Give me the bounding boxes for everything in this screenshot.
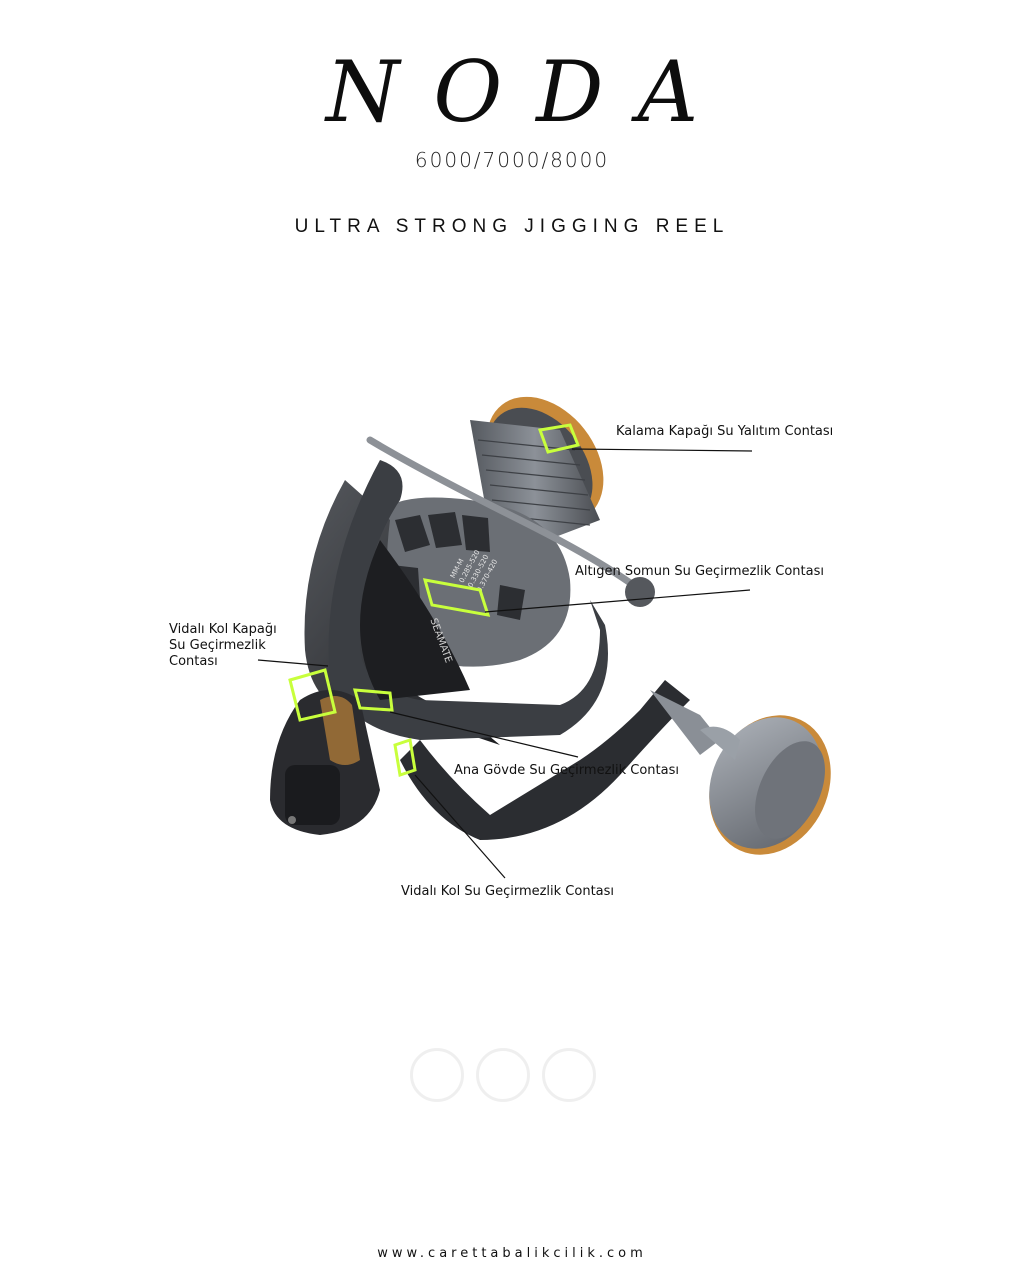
- faded-badge-icon: [410, 1048, 464, 1102]
- faded-badge-icon: [542, 1048, 596, 1102]
- handle-arm: [400, 680, 720, 840]
- arm-seal-highlight: [393, 738, 417, 777]
- callout-screw-arm-seal: Vidalı Kol Su Geçirmezlik Contası: [401, 884, 615, 899]
- bail-wire: [366, 436, 644, 594]
- tagline: ULTRA STRONG JIGGING REEL: [294, 216, 730, 237]
- spool-spec-text: MM-M 0.285-520 0.330-520 0.370-420: [449, 549, 499, 594]
- arm-cap-leader: [257, 659, 329, 667]
- hex-nut-leader: [484, 589, 751, 613]
- arm-cap-seal-highlight: [288, 668, 337, 722]
- website-url: www.carettabalikcilik.com: [377, 1246, 647, 1261]
- spool-cap-leader: [571, 448, 753, 452]
- faded-feature-badges: [410, 1048, 600, 1128]
- callout-leader-lines: [257, 448, 753, 879]
- callout-screw-arm-cap-seal: Vidalı Kol Kapağı Su Geçirmezlik Contası: [169, 622, 277, 669]
- model-numbers: 6000/7000/8000: [414, 148, 610, 172]
- arm-seal-leader: [414, 774, 506, 879]
- handle-knob: [700, 715, 831, 855]
- seal-highlights: [288, 423, 581, 777]
- callout-spool-cap-seal: Kalama Kapağı Su Yalıtım Contası: [616, 424, 834, 439]
- body-seal-highlight: [352, 688, 394, 712]
- spool-cap-seal-highlight: [537, 423, 581, 454]
- hex-nut-seal-highlight: [422, 578, 491, 617]
- callout-hex-nut-seal: Altıgen Somun Su Geçirmezlik Contası: [575, 564, 824, 579]
- brand-title: NODA: [325, 43, 733, 141]
- faded-badge-icon: [476, 1048, 530, 1102]
- body-seal-leader: [389, 711, 579, 758]
- callout-main-body-seal: Ana Gövde Su Geçirmezlik Contası: [454, 763, 679, 778]
- reel-body: [270, 460, 608, 835]
- line-roller: [625, 577, 655, 607]
